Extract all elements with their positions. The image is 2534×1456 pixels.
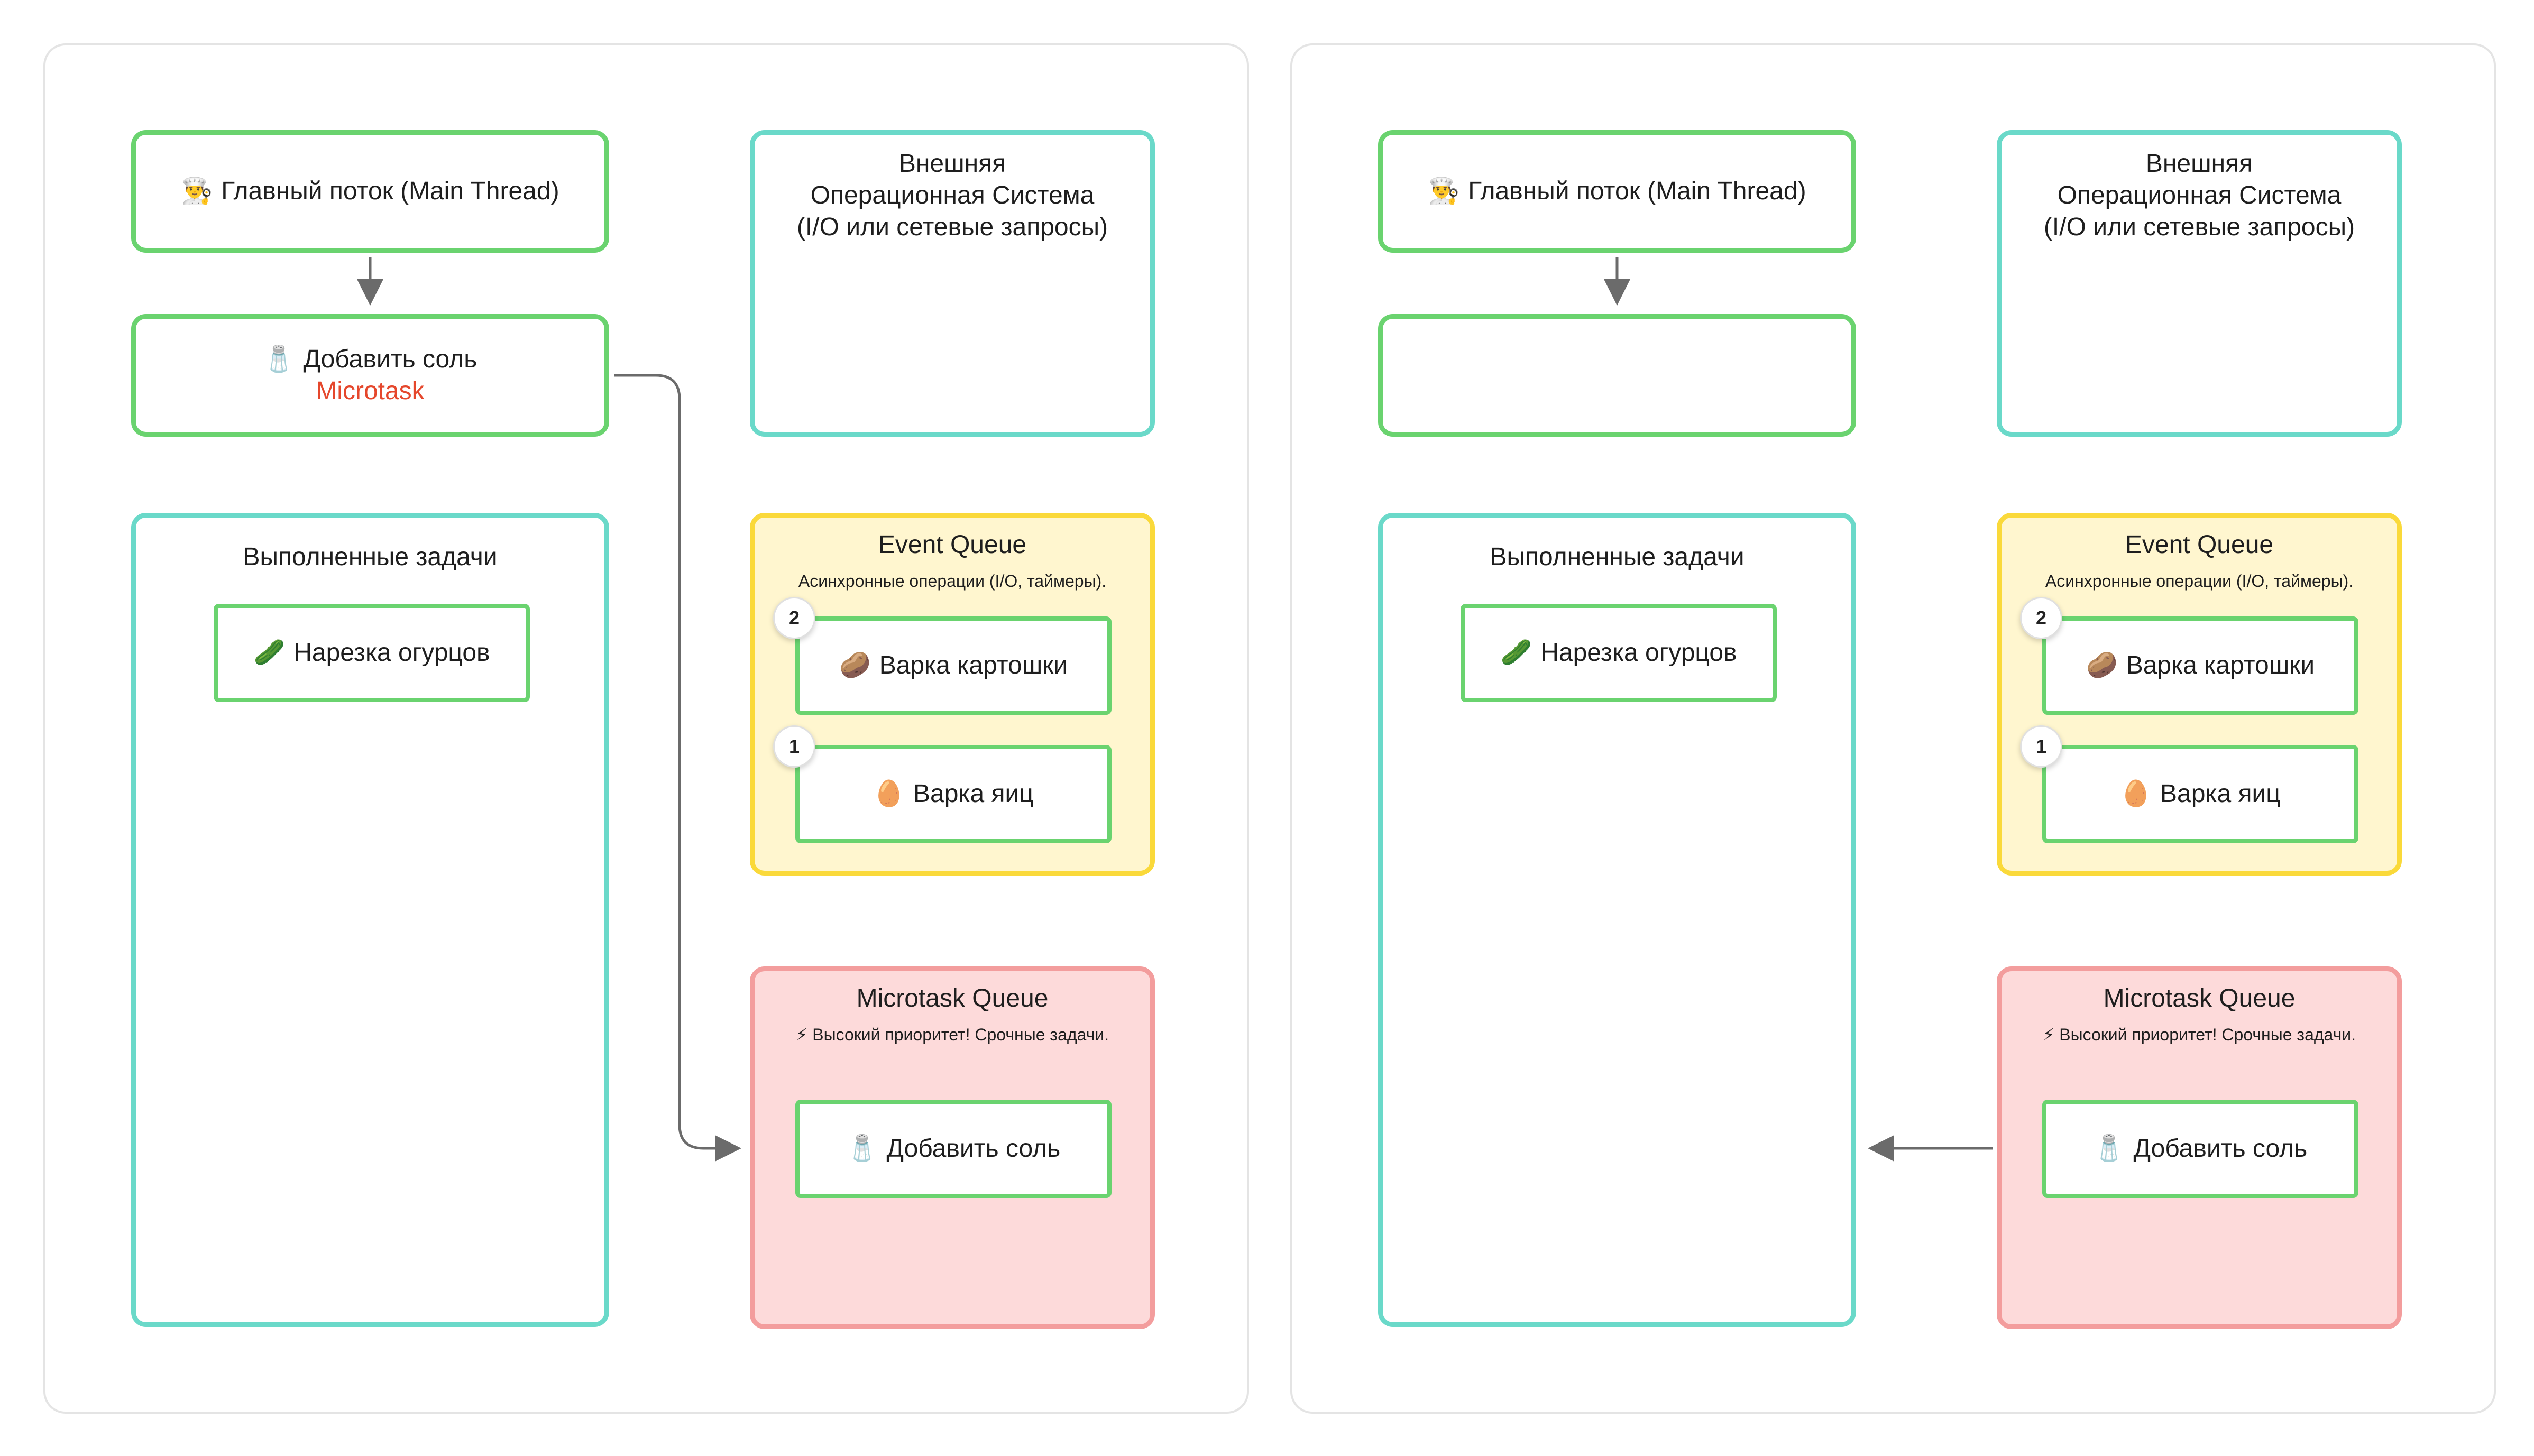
queue-order-badge: 2 (773, 597, 815, 639)
task-label: Нарезка огурцов (293, 639, 490, 667)
current-task-box (1378, 314, 1856, 437)
current-task-type: Microtask (316, 377, 425, 405)
microtask-queue-item: 🧂 Добавить соль (795, 1100, 1112, 1198)
queue-order-badge: 1 (2020, 725, 2062, 768)
event-queue-subtitle: Асинхронные операции (I/O, таймеры). (798, 572, 1107, 591)
main-thread-label: Главный поток (Main Thread) (1468, 177, 1806, 205)
os-box: Внешняя Операционная Система (I/O или се… (1997, 130, 2402, 437)
task-label: Добавить соль (886, 1135, 1061, 1163)
task-label: Добавить соль (2133, 1135, 2308, 1163)
microtask-queue-subtitle: ⚡ Высокий приоритет! Срочные задачи. (2042, 1025, 2356, 1044)
microtask-queue-item: 🧂 Добавить соль (2042, 1100, 2358, 1198)
completed-tasks-title: Выполненные задачи (243, 543, 498, 571)
task-label: Варка картошки (2126, 651, 2315, 679)
completed-tasks-box: Выполненные задачи 🥒Нарезка огурцов (131, 513, 609, 1327)
queue-order-badge: 2 (2020, 597, 2062, 639)
microtask-queue-title: Microtask Queue (856, 984, 1049, 1012)
main-thread-box: 👨‍🍳 Главный поток (Main Thread) (131, 130, 609, 253)
os-label: Внешняя Операционная Система (I/O или се… (796, 150, 1108, 241)
salt-icon: 🧂 (263, 345, 295, 373)
completed-tasks-title: Выполненные задачи (1490, 543, 1745, 571)
microtask-queue-box: Microtask Queue ⚡ Высокий приоритет! Сро… (1997, 966, 2402, 1329)
event-queue-title: Event Queue (2125, 531, 2274, 559)
event-queue-item: 🥔 Варка картошки (795, 616, 1112, 715)
microtask-queue-title: Microtask Queue (2103, 984, 2296, 1012)
chef-icon: 👨‍🍳 (1428, 177, 1460, 205)
os-label: Внешняя Операционная Система (I/O или се… (2043, 150, 2355, 241)
salt-icon: 🧂 (2093, 1135, 2125, 1163)
cucumber-icon: 🥒 (1500, 639, 1532, 667)
egg-icon: 🥚 (2120, 780, 2152, 808)
microtask-queue-subtitle: ⚡ Высокий приоритет! Срочные задачи. (795, 1025, 1109, 1044)
task-label: Нарезка огурцов (1540, 639, 1737, 667)
current-task-label: Добавить соль (303, 345, 478, 373)
event-queue-item: 🥔 Варка картошки (2042, 616, 2358, 715)
event-queue-box: Event Queue Асинхронные операции (I/O, т… (750, 513, 1155, 876)
salt-icon: 🧂 (846, 1135, 878, 1163)
task-label: Варка яиц (2160, 780, 2281, 808)
event-queue-subtitle: Асинхронные операции (I/O, таймеры). (2045, 572, 2354, 591)
event-queue-item: 🥚 Варка яиц (795, 745, 1112, 843)
microtask-queue-box: Microtask Queue ⚡ Высокий приоритет! Сро… (750, 966, 1155, 1329)
main-thread-box: 👨‍🍳 Главный поток (Main Thread) (1378, 130, 1856, 253)
event-queue-item: 🥚 Варка яиц (2042, 745, 2358, 843)
queue-order-badge: 1 (773, 725, 815, 768)
os-box: Внешняя Операционная Система (I/O или се… (750, 130, 1155, 437)
completed-task-item: 🥒Нарезка огурцов (214, 604, 530, 702)
main-thread-label: Главный поток (Main Thread) (221, 177, 559, 205)
event-queue-title: Event Queue (878, 531, 1027, 559)
task-label: Варка яиц (913, 780, 1034, 808)
completed-tasks-box: Выполненные задачи 🥒 Нарезка огурцов (1378, 513, 1856, 1327)
current-task-box: 🧂 Добавить соль Microtask (131, 314, 609, 437)
cucumber-icon: 🥒 (253, 639, 286, 667)
task-label: Варка картошки (879, 651, 1068, 679)
event-queue-box: Event Queue Асинхронные операции (I/O, т… (1997, 513, 2402, 876)
potato-icon: 🥔 (839, 651, 871, 679)
egg-icon: 🥚 (873, 780, 905, 808)
chef-icon: 👨‍🍳 (181, 177, 213, 205)
potato-icon: 🥔 (2086, 651, 2118, 679)
completed-task-item: 🥒 Нарезка огурцов (1461, 604, 1777, 702)
